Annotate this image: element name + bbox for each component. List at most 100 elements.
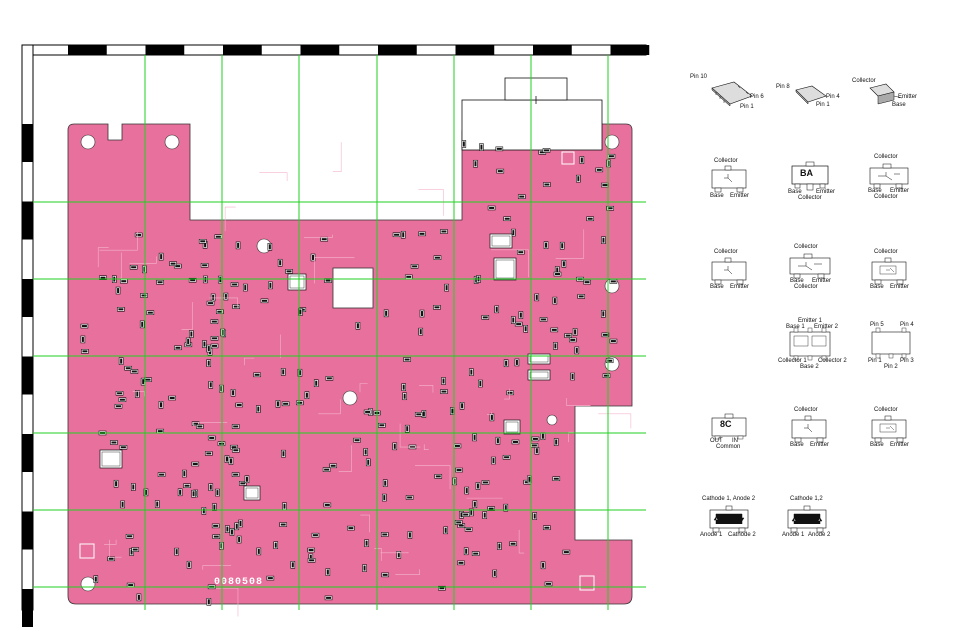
pin-label: Base: [788, 189, 802, 195]
smd-part: [570, 372, 575, 381]
smd-part: [134, 232, 143, 238]
pin-label: Base: [790, 442, 804, 448]
ruler-mark: [22, 279, 33, 317]
smd-part: [419, 309, 425, 318]
smd-part: [440, 229, 448, 234]
trace: [399, 423, 421, 448]
smd-part: [114, 403, 123, 409]
smd-part: [266, 575, 275, 581]
smd-part: [401, 383, 406, 391]
smd-part: [601, 236, 606, 244]
trace: [318, 399, 341, 415]
smd-part: [130, 369, 139, 374]
trace: [215, 587, 239, 617]
smd-part: [188, 277, 197, 283]
pin-label: Base: [710, 193, 724, 199]
trace: [224, 206, 236, 232]
pin-label: Anode 2: [808, 532, 831, 538]
trace: [104, 539, 117, 545]
smd-part: [131, 547, 140, 552]
board-traces: [97, 142, 632, 617]
pin-label: Collector: [794, 284, 818, 290]
smd-part: [553, 342, 558, 350]
smd-part: [115, 391, 124, 396]
pin-label: Base: [868, 188, 882, 194]
smd-part: [224, 455, 230, 463]
connector-outline: [461, 77, 603, 151]
smd-part: [177, 488, 183, 497]
smd-part: [378, 422, 386, 428]
smd-part: [481, 480, 490, 485]
smd-part: [414, 412, 423, 417]
smd-part: [502, 454, 511, 460]
ruler-frame: [21, 44, 650, 627]
smd-part: [243, 283, 248, 292]
trace: [209, 297, 238, 309]
smd-part: [118, 397, 127, 402]
smd-part: [454, 520, 463, 525]
smd-part: [260, 298, 269, 304]
transistor-sot23-icon: [871, 415, 907, 443]
smd-part: [280, 368, 286, 376]
trace: [244, 357, 255, 366]
smd-part: [210, 319, 219, 324]
ruler-mark: [300, 45, 340, 55]
smd-part: [214, 234, 223, 239]
smd-part: [381, 572, 389, 578]
smd-part: [158, 401, 164, 409]
smd-part: [404, 274, 413, 280]
smd-part: [113, 479, 119, 488]
pin-label: Base 2: [800, 364, 819, 370]
pin-label: Pin 6: [750, 94, 764, 100]
ruler-top-marks: [68, 45, 650, 55]
smd-part: [297, 368, 303, 377]
board-marking: 0080508: [214, 577, 263, 588]
smd-part: [232, 447, 240, 453]
smd-part: [455, 467, 463, 473]
package-10pin: Pin 10 Pin 6 Pin 1: [690, 74, 770, 114]
smd-part: [433, 255, 442, 260]
pin-label: Base: [892, 102, 906, 108]
package-sot23-e: Collector Base Emitter: [866, 248, 912, 294]
smd-part: [609, 279, 618, 284]
pin-label: Collector: [874, 407, 898, 413]
smd-part: [307, 547, 315, 553]
smd-part: [481, 315, 490, 320]
smd-part: [298, 308, 303, 316]
transistor-sot23-icon: [711, 165, 747, 193]
smd-part: [279, 522, 287, 527]
pin-label: Pin 1: [868, 358, 882, 364]
smd-part: [231, 472, 240, 477]
smd-part: [404, 424, 410, 433]
pin-label: Collector: [874, 249, 898, 255]
smd-part: [601, 332, 610, 338]
transistor-sot23-icon: [711, 257, 747, 285]
smd-part: [322, 467, 331, 472]
package-sot23-b: Collector Base Emitter Collector: [866, 154, 920, 202]
smd-part: [534, 446, 540, 455]
smd-part: [471, 551, 480, 556]
smd-part: [586, 216, 594, 222]
smd-part: [561, 260, 567, 268]
smd-part: [506, 390, 514, 396]
smd-part: [434, 474, 443, 479]
smd-part: [118, 357, 124, 365]
smd-part: [516, 249, 525, 255]
smd-part: [472, 500, 478, 509]
smd-part: [509, 541, 517, 547]
smd-part: [131, 483, 136, 491]
smd-part: [550, 327, 559, 333]
smd-part: [99, 275, 107, 280]
pin-label: Emitter: [890, 188, 910, 194]
smd-part: [191, 489, 196, 498]
smd-part: [208, 381, 214, 389]
smd-part: [534, 293, 540, 302]
smd-part: [201, 507, 207, 515]
smd-part: [140, 293, 148, 298]
smd-part: [93, 575, 99, 583]
smd-part: [461, 512, 470, 517]
package-dual-transistor: Emitter 1 Base 1 Emitter 2 Collector 1 C…: [778, 318, 848, 372]
smd-part: [511, 439, 520, 445]
smd-part: [211, 523, 220, 529]
